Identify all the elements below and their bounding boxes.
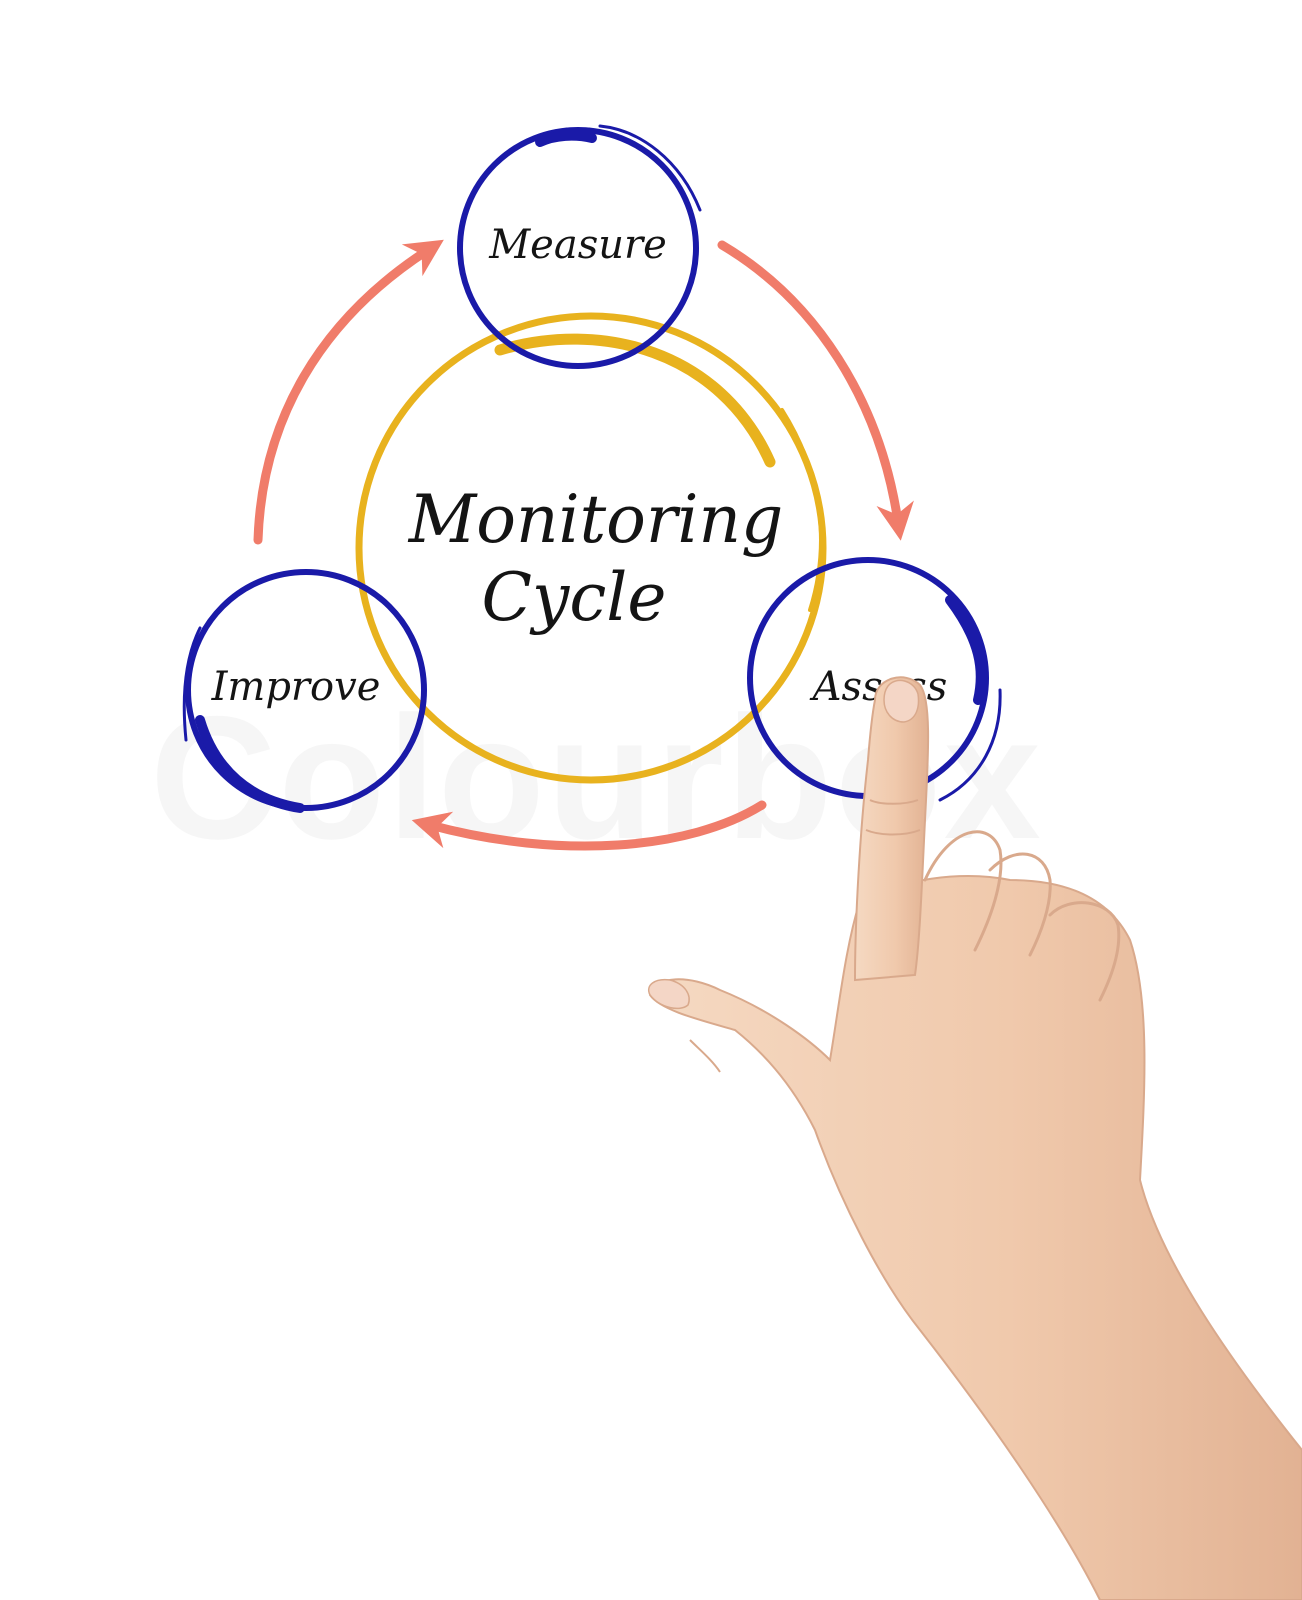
node-measure-label: Measure [488,222,667,268]
center-ring [355,312,827,784]
arrow-assess-to-improve [411,800,767,851]
arrow-improve-to-measure [253,239,444,545]
node-measure [457,124,702,369]
arrow-measure-to-assess [717,240,914,541]
center-title-line2: Cycle [482,559,667,636]
node-improve-label: Improve [211,664,381,710]
pointing-hand [648,676,1302,1600]
node-improve [182,569,427,813]
center-title-line1: Monitoring [408,481,784,558]
